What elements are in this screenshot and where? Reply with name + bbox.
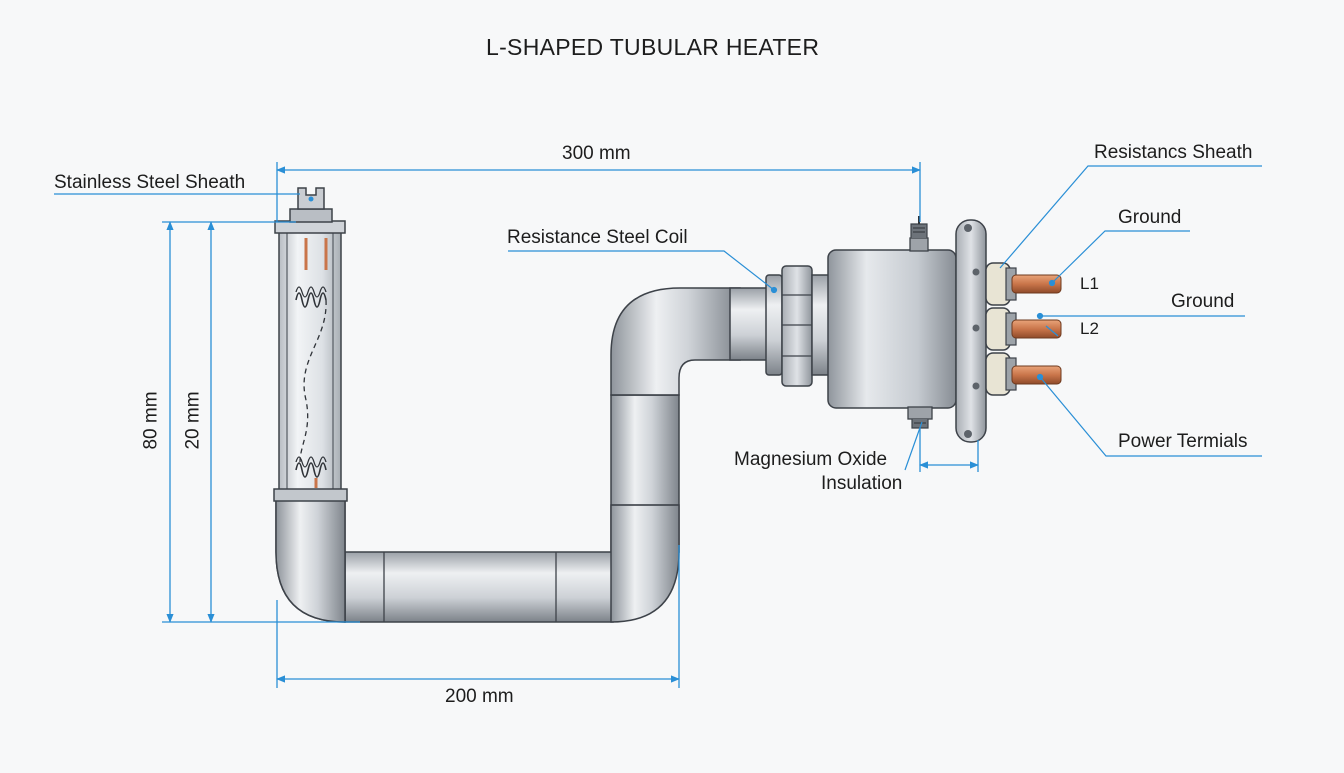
dim-top-width: 300 mm <box>562 143 631 164</box>
label-ground-1: Ground <box>1118 207 1182 228</box>
label-power-terminals: Power Termials <box>1118 431 1248 452</box>
heater-tube <box>275 287 771 623</box>
label-resistancs-sheath: Resistancs Sheath <box>1094 142 1253 163</box>
label-stainless-steel-sheath: Stainless Steel Sheath <box>54 172 246 193</box>
dimension-lines <box>162 162 979 688</box>
label-ground-2: Ground <box>1171 291 1235 312</box>
mounting-flange <box>955 219 987 443</box>
terminal-housing <box>827 216 957 429</box>
label-magnesium-oxide: Magnesium Oxide <box>734 449 888 470</box>
dim-inner-height: 20 mm <box>182 391 204 450</box>
label-resistance-steel-coil: Resistance Steel Coil <box>507 227 688 248</box>
dim-outer-height: 80 mm <box>140 391 162 450</box>
leader-lines <box>54 165 1262 471</box>
label-terminal-l2: L2 <box>1080 319 1099 338</box>
vertical-cutaway-section <box>273 187 348 502</box>
label-insulation: Insulation <box>821 473 903 494</box>
diagram-title: L-SHAPED TUBULAR HEATER <box>486 34 820 60</box>
dim-bottom-width: 200 mm <box>445 686 514 707</box>
label-terminal-l1: L1 <box>1080 274 1099 293</box>
coupling-nut <box>765 265 831 387</box>
power-terminals <box>985 262 1062 396</box>
